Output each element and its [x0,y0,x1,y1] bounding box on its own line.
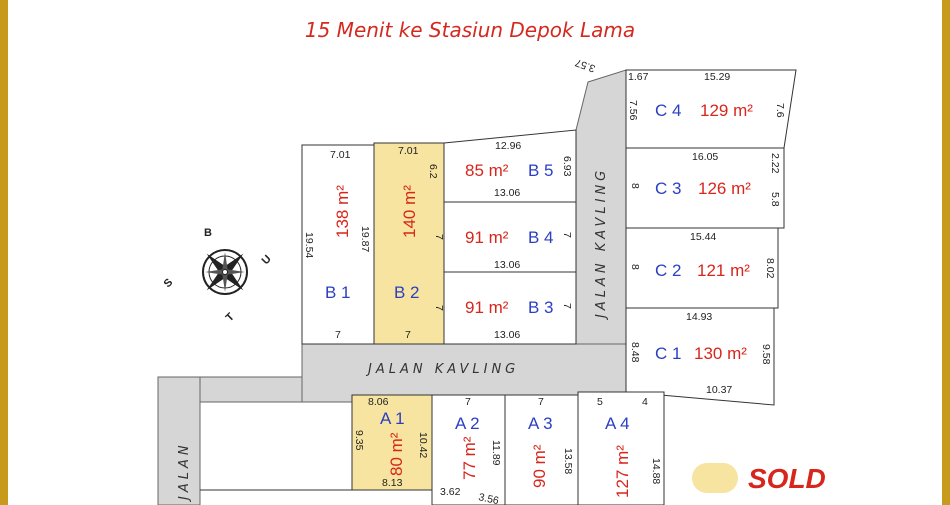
c1-bottom-dim: 10.37 [706,384,732,396]
b3-bottom-dim: 13.06 [494,329,520,341]
c3-top-dim: 16.05 [692,151,718,163]
b2-top-dim: 7.01 [398,145,419,157]
lot-b2-sold[interactable] [373,142,445,345]
lot-c1[interactable] [625,307,775,406]
a2-bottom-right-dim: 3.56 [477,491,500,505]
c4-edge-dim: 3.57 [574,56,597,74]
c3-right-dim: 5.8 [769,192,781,207]
b1-right-dim: 19.87 [359,226,371,252]
a3-area: 90 m² [530,444,549,488]
b5-bottom-dim: 13.06 [494,187,520,199]
b1-top-dim: 7.01 [330,149,351,161]
compass-s: S [162,276,176,290]
subtitle: 15 Menit ke Stasiun Depok Lama [304,18,636,42]
c4-left-dim: 7.56 [627,100,639,121]
a4-top-right-dim: 4 [642,396,648,408]
lot-a1-sold[interactable] [351,394,433,491]
road-label-left: JALAN [177,441,192,503]
c4-area: 129 m² [700,101,753,120]
c4-corner-dim: 1.67 [628,71,649,83]
a1-bottom-dim: 8.13 [382,477,403,489]
a4-id: A 4 [605,414,630,433]
a2-area: 77 m² [460,436,479,480]
road-label-horizontal: JALAN KAVLING [365,362,519,377]
a1-top-dim: 8.06 [368,396,389,408]
a2-top-dim: 7 [465,396,471,408]
b3-area: 91 m² [465,298,509,317]
c2-top-dim: 15.44 [690,231,716,243]
b4-right-dim: 7 [561,232,573,238]
lot-b4[interactable] [443,201,577,273]
sold-legend-swatch [692,463,738,493]
b5-id: B 5 [528,161,554,180]
c3-area: 126 m² [698,179,751,198]
b3-id: B 3 [528,298,554,317]
c2-id: C 2 [655,261,681,280]
b1-bottom-dim: 7 [335,329,341,341]
a1-right-dim: 10.42 [417,432,429,458]
c3-id: C 3 [655,179,681,198]
compass-u: U [260,253,274,267]
b5-area: 85 m² [465,161,509,180]
c1-top-dim: 14.93 [686,311,712,323]
compass-b: B [204,227,212,239]
road-left-connector [199,376,303,403]
b1-area: 138 m² [333,185,352,238]
lot-b1[interactable] [301,144,375,345]
b1-id: B 1 [325,283,351,302]
c1-id: C 1 [655,344,681,363]
b4-bottom-dim: 13.06 [494,259,520,271]
a2-bottom-left-dim: 3.62 [440,486,461,498]
c3-left-dim: 8 [629,183,641,189]
b2-area: 140 m² [400,185,419,238]
b5-right-dim: 6.93 [561,156,573,177]
a3-id: A 3 [528,414,553,433]
a4-top-left-dim: 5 [597,396,603,408]
a1-area: 80 m² [387,432,406,476]
sold-legend-label: SOLD [748,463,826,494]
lot-a3[interactable] [504,394,579,505]
a2-id: A 2 [455,414,480,433]
a4-area: 127 m² [613,445,632,498]
compass-t: T [224,311,237,324]
c1-area: 130 m² [694,344,747,363]
road-left [157,376,201,505]
b4-id: B 4 [528,228,554,247]
lot-c2[interactable] [625,227,779,309]
c3-right-top-dim: 2.22 [769,153,781,174]
b5-top-dim: 12.96 [495,140,521,152]
c2-left-dim: 8 [629,264,641,270]
b2-right-top-dim: 6.2 [427,164,439,179]
lot-b3[interactable] [443,271,577,345]
c4-id: C 4 [655,101,681,120]
lot-c3[interactable] [625,147,785,229]
b4-area: 91 m² [465,228,509,247]
compass-icon [202,249,248,295]
lot-a2[interactable] [431,394,506,505]
b2-right-low-dim: 7 [433,305,445,311]
lot-a4[interactable] [577,391,665,505]
b3-right-dim: 7 [561,303,573,309]
gold-border-left [0,0,8,505]
c4-right-dim: 7.6 [774,103,786,118]
a1-left-dim: 9.35 [353,430,365,451]
a1-id: A 1 [380,409,405,428]
a3-right-dim: 13.58 [562,448,574,474]
gold-border-right [942,0,950,505]
b2-right-dim: 7 [433,234,445,240]
a2-right-dim: 11.89 [490,440,502,466]
c1-right-dim: 9.58 [760,344,772,365]
c1-left-dim: 8.48 [629,342,641,363]
b2-id: B 2 [394,283,420,302]
b2-bottom-dim: 7 [405,329,411,341]
c2-right-dim: 8.02 [764,258,776,279]
a4-right-dim: 14.88 [650,458,662,484]
c4-top-dim: 15.29 [704,71,730,83]
a3-top-dim: 7 [538,396,544,408]
road-label-vertical: JALAN KAVLING [594,167,609,321]
c2-area: 121 m² [697,261,750,280]
b1-left-dim: 19.54 [303,232,315,258]
